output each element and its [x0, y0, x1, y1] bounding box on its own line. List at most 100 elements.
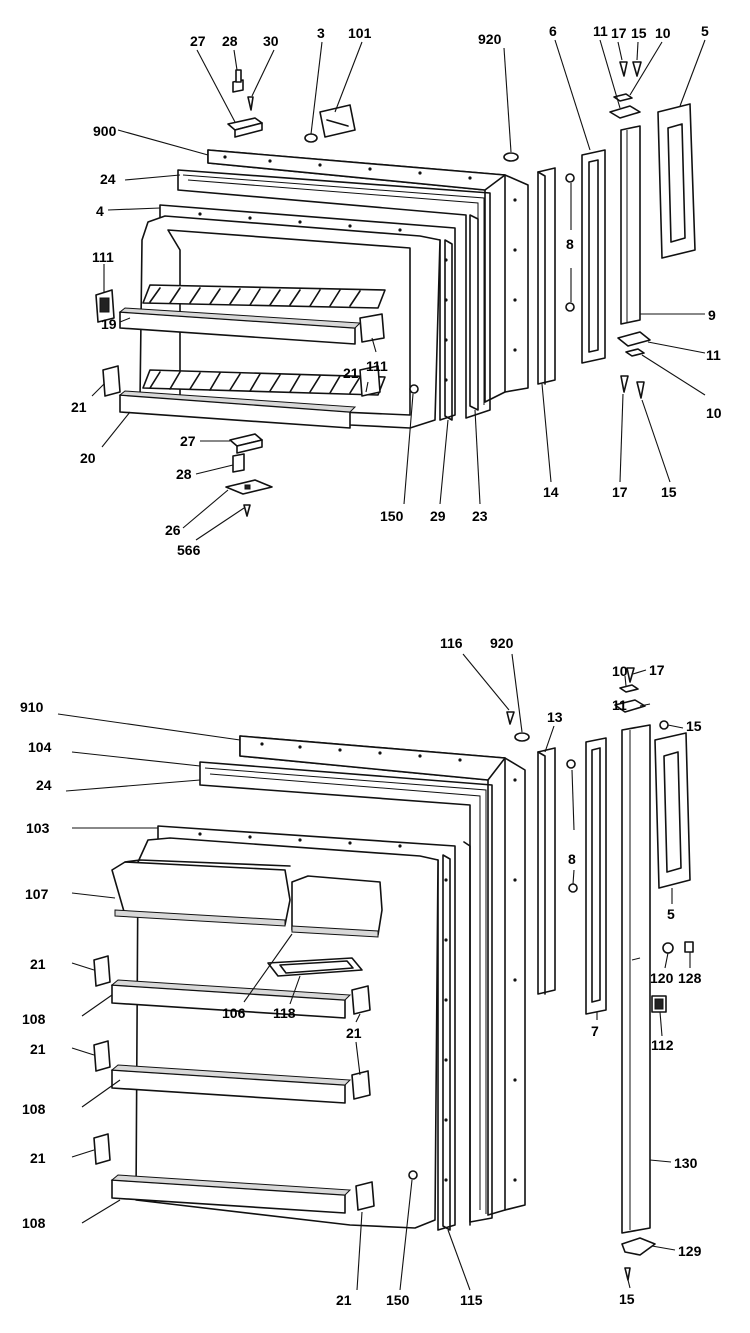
label-29: 29: [430, 508, 446, 524]
label-108-a: 108: [22, 1011, 46, 1027]
bottom-hinge-27: [229, 433, 263, 454]
nameplate-101: [319, 104, 356, 138]
label-112: 112: [651, 1037, 674, 1053]
label-8-b: 8: [568, 851, 576, 867]
door-shelf-108-top: [110, 979, 352, 1019]
label-27: 27: [190, 33, 206, 49]
screw-8-b: [568, 883, 578, 893]
plug-920: [503, 152, 519, 162]
label-30: 30: [263, 33, 279, 49]
label-15-bottom: 15: [661, 484, 677, 500]
hinge-plate-26: [225, 479, 273, 495]
label-120: 120: [650, 970, 674, 986]
door-handle-5-bottom: [654, 732, 691, 889]
label-108-b: 108: [22, 1101, 46, 1117]
handle-mount-7: [585, 737, 607, 1015]
label-116: 116: [440, 635, 463, 651]
label-9: 9: [708, 307, 716, 323]
end-cap-129: [621, 1237, 656, 1256]
bracket-21-d: [351, 985, 371, 1015]
screw-17-bottom: [620, 375, 629, 393]
label-3: 3: [317, 25, 325, 41]
label-17-b: 17: [649, 662, 665, 678]
label-28-bottom: 28: [176, 466, 192, 482]
label-104: 104: [28, 739, 52, 755]
end-cap-11-bottom: [617, 331, 651, 347]
dairy-compartment-107: [111, 859, 383, 938]
label-6: 6: [549, 23, 557, 39]
part-120: [662, 942, 674, 954]
label-15: 15: [631, 25, 647, 41]
label-129: 129: [678, 1243, 702, 1259]
door-shelf-108-middle: [110, 1064, 352, 1104]
bracket-21-b: [93, 1040, 111, 1072]
bottom-door-assembly: [93, 667, 694, 1281]
plug-3: [304, 133, 318, 143]
label-11-bottom: 11: [706, 347, 721, 363]
lower-shelf-20: [118, 369, 386, 429]
top-part-labels: 27 28 30 3 101 920 6 11 17 15 10 5 900 2…: [71, 23, 722, 558]
label-20: 20: [80, 450, 96, 466]
label-107: 107: [25, 886, 49, 902]
screw-17-top: [619, 61, 628, 77]
label-103: 103: [26, 820, 50, 836]
breaker-strip-115: [442, 854, 451, 1231]
label-27-bottom: 27: [180, 433, 196, 449]
label-15-b: 15: [686, 718, 702, 734]
top-leader-lines: [91, 39, 706, 541]
label-26: 26: [165, 522, 181, 538]
end-cap-11-top: [609, 105, 641, 119]
screw-8-upper: [565, 173, 575, 183]
label-28: 28: [222, 33, 238, 49]
screw-116: [506, 711, 515, 725]
screw-15: [659, 720, 669, 730]
label-566: 566: [177, 542, 201, 558]
hinge-pin-28: [232, 69, 244, 93]
label-5: 5: [701, 23, 709, 39]
screw-8-lower: [565, 302, 575, 312]
label-7: 7: [591, 1023, 599, 1039]
label-17-bottom: 17: [612, 484, 628, 500]
upper-shelf-19: [118, 284, 386, 345]
channel-14: [537, 167, 556, 385]
washer-10-bottom: [625, 348, 645, 357]
top-door-assembly: [95, 61, 696, 517]
label-24: 24: [100, 171, 116, 187]
label-150: 150: [380, 508, 404, 524]
label-128: 128: [678, 970, 702, 986]
butter-tray-118: [267, 957, 363, 977]
handle-trim-130: [621, 724, 651, 1234]
label-21-right: 21: [343, 365, 359, 381]
label-11: 11: [593, 23, 608, 39]
label-10-b: 10: [612, 663, 628, 679]
label-14: 14: [543, 484, 559, 500]
label-21-a: 21: [30, 956, 46, 972]
bottom-leader-lines: [57, 653, 691, 1291]
plug-920-bottom: [514, 732, 530, 742]
shelf-bracket-111-right: [359, 313, 385, 343]
label-17: 17: [611, 25, 627, 41]
hinge-pin-28-bottom: [232, 453, 245, 473]
label-21-b: 21: [30, 1041, 46, 1057]
label-10: 10: [655, 25, 671, 41]
label-118: 118: [273, 1005, 296, 1021]
end-cap-11: [614, 699, 646, 713]
label-10-bottom: 10: [706, 405, 722, 421]
screw-15-top: [632, 61, 642, 77]
label-900: 900: [93, 123, 117, 139]
door-shelf-108-bottom: [110, 1174, 352, 1214]
label-130: 130: [674, 1155, 698, 1171]
handle-mount-6: [581, 149, 606, 364]
screw-15-bottom-door: [624, 1267, 631, 1281]
label-24-b: 24: [36, 777, 52, 793]
screw-150-bottom: [408, 1170, 418, 1180]
screw-150: [409, 384, 419, 394]
label-5-b: 5: [667, 906, 675, 922]
label-920-b: 920: [490, 635, 514, 651]
channel-13: [537, 747, 556, 995]
label-910: 910: [20, 699, 44, 715]
screw-17: [626, 667, 635, 683]
shelf-bracket-21-left: [102, 365, 121, 397]
label-13: 13: [547, 709, 563, 725]
